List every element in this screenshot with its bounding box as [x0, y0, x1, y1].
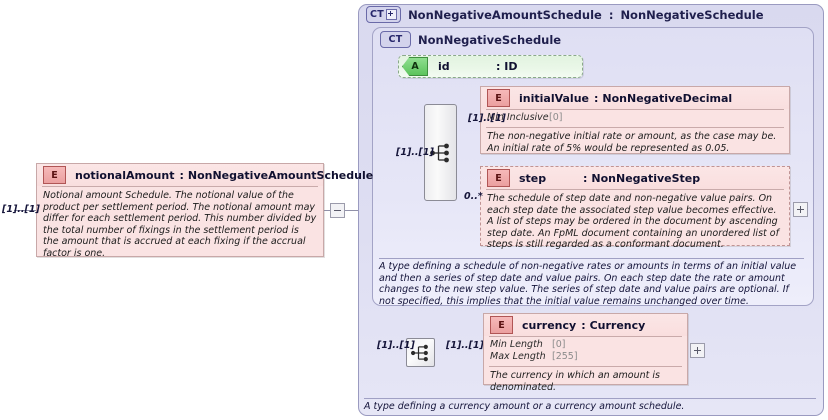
element-header: E step : NonNegativeStep [481, 167, 789, 189]
element-separator: : [581, 318, 586, 332]
element-name: currency [522, 318, 577, 332]
inner-container-annotation: A type defining a schedule of non-negati… [379, 258, 804, 307]
sequence-connector-currency[interactable] [406, 338, 435, 367]
facet-list: Min Length [0] Max Length [255] [484, 337, 687, 366]
element-header: E currency : Currency [484, 314, 687, 336]
attribute-marker-icon: A [402, 57, 428, 76]
connector-line [324, 210, 334, 211]
element-documentation: The currency in which an amount is denom… [490, 370, 660, 393]
element-marker-icon: E [490, 316, 513, 334]
element-name: initialValue [519, 91, 589, 105]
facet-list: Min Inclusive [0] [481, 110, 789, 127]
attribute-separator: : [496, 60, 501, 73]
attribute-name: id [438, 60, 450, 73]
connector-line [14, 210, 36, 211]
element-box-currency[interactable]: E currency : Currency Min Length [0] Max… [483, 313, 688, 393]
element-documentation: Notional amount Schedule. The notional v… [43, 190, 317, 259]
cardinality-label-currency: [1]..[1] [446, 340, 484, 351]
facet-label: Max Length [490, 351, 546, 362]
element-separator: : [179, 168, 184, 182]
attribute-row-id[interactable]: A id : ID [398, 55, 583, 78]
element-type: NonNegativeAmountSchedule [187, 168, 374, 182]
divider [486, 189, 784, 190]
element-separator: : [583, 171, 588, 185]
divider [489, 366, 682, 367]
sequence-icon [429, 143, 449, 162]
facet-value: [255] [552, 351, 578, 362]
sequence-connector-main[interactable] [424, 104, 457, 201]
expand-toggle-step[interactable] [793, 202, 808, 217]
divider [489, 336, 682, 337]
element-type: NonNegativeStep [591, 171, 701, 185]
element-name: step [519, 171, 547, 185]
cardinality-label-initialValue: [1]..[1] [468, 113, 506, 124]
cardinality-label-step: 0..* [464, 191, 483, 202]
cardinality-label-sequence-main: [1]..[1] [396, 147, 434, 158]
outer-container-title: CT NonNegativeAmountSchedule : NonNegati… [366, 6, 764, 23]
element-box-notionalAmount[interactable]: E notionalAmount : NonNegativeAmountSche… [36, 163, 373, 259]
facet-label: Min Inclusive [487, 112, 549, 123]
element-header: E notionalAmount : NonNegativeAmountSche… [37, 164, 373, 186]
element-separator: : [594, 91, 599, 105]
inner-container-title: CT NonNegativeSchedule [380, 31, 561, 48]
outer-container-name: NonNegativeAmountSchedule [408, 7, 602, 22]
expand-toggle-currency[interactable] [690, 343, 705, 358]
element-marker-icon: E [43, 166, 66, 184]
outer-container-separator: : [608, 7, 614, 22]
element-marker-icon: E [487, 89, 510, 107]
attribute-type-text: ID [504, 60, 518, 73]
facet-label: Min Length [490, 339, 543, 350]
cardinality-label-notionalAmount: [1]..[1] [2, 204, 40, 215]
element-marker-icon: E [487, 169, 510, 187]
element-type: Currency [589, 318, 646, 332]
facet-value: [0] [552, 339, 566, 350]
complextype-badge-icon: CT [380, 31, 411, 48]
element-documentation: The non-negative initial rate or amount,… [487, 131, 777, 154]
divider [486, 109, 784, 110]
divider [42, 186, 318, 187]
element-documentation: The schedule of step date and non-negati… [487, 193, 779, 250]
inner-container-name: NonNegativeSchedule [418, 32, 562, 47]
plus-icon [386, 9, 398, 20]
element-box-step[interactable]: E step : NonNegativeStep The schedule of… [480, 166, 790, 250]
element-box-initialValue[interactable]: E initialValue : NonNegativeDecimal Min … [480, 86, 790, 154]
attribute-type: : ID [496, 60, 517, 73]
element-header: E initialValue : NonNegativeDecimal [481, 87, 789, 109]
facet-row: Min Length [0] [490, 339, 681, 351]
connector-line [344, 210, 370, 211]
facet-row: Min Inclusive [0] [487, 112, 783, 124]
outer-container-type: NonNegativeSchedule [620, 7, 764, 22]
element-name: notionalAmount [75, 168, 175, 182]
cardinality-label-sequence-currency-in: [1]..[1] [377, 340, 415, 351]
outer-container-annotation: A type defining a currency amount or a c… [364, 398, 816, 413]
element-type: NonNegativeDecimal [602, 91, 733, 105]
facet-value: [0] [549, 112, 563, 123]
sequence-icon [410, 344, 428, 361]
complextype-badge-icon: CT [366, 6, 402, 23]
facet-row: Max Length [255] [490, 351, 681, 363]
collapse-toggle-left[interactable] [330, 203, 345, 218]
divider [486, 127, 784, 128]
